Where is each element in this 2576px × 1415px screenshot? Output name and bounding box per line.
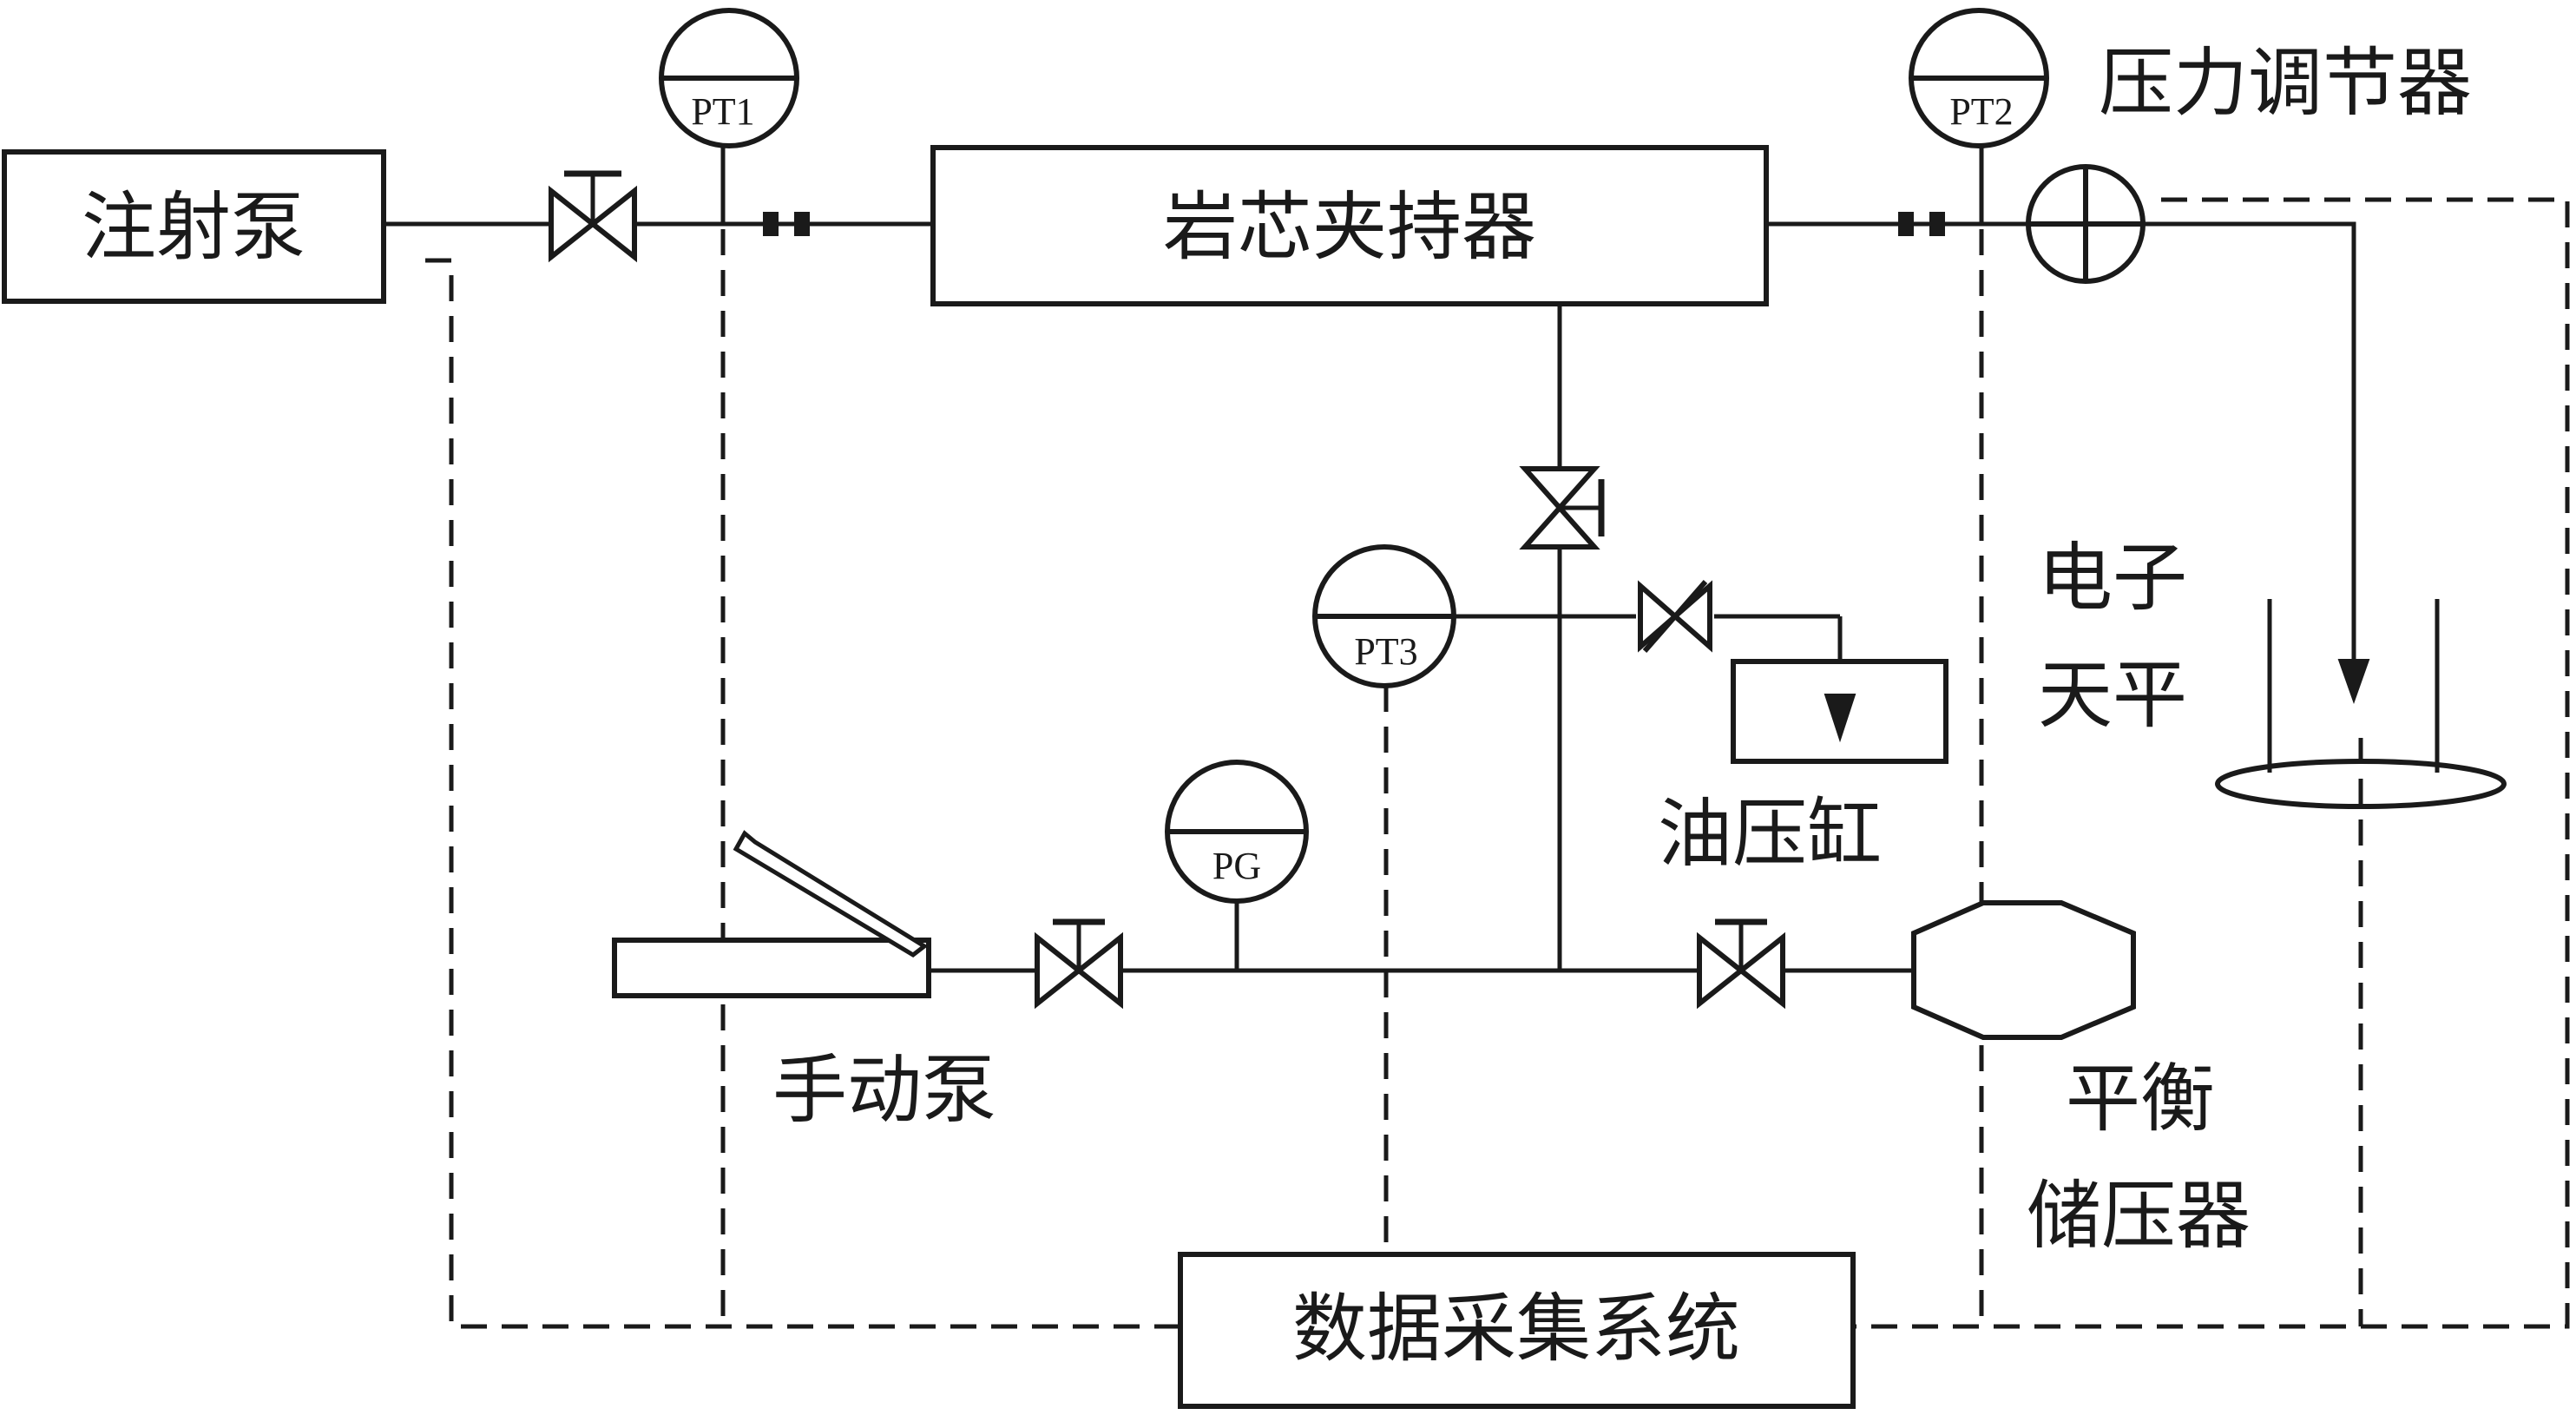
inlet-valve-right bbox=[588, 185, 637, 263]
hand-pump: 手动泵 bbox=[612, 830, 996, 1134]
daq-system-box bbox=[1178, 1252, 1856, 1409]
outlet-connector-right bbox=[1929, 212, 1945, 236]
balance-plate bbox=[2215, 759, 2507, 809]
signal-line-regulator bbox=[1853, 197, 2570, 1329]
cylinder-valve-left bbox=[1638, 580, 1679, 653]
injection-pump-box bbox=[2, 149, 386, 304]
confining-valve bbox=[1519, 466, 1605, 550]
confining-valve-top bbox=[1519, 466, 1600, 512]
oil-cylinder-label: 油压缸 bbox=[1658, 791, 1882, 878]
balance-accumulator-label-1: 平衡 bbox=[2066, 1056, 2215, 1142]
hand-pump-valve bbox=[1035, 918, 1123, 1010]
hand-pump-label: 手动泵 bbox=[772, 1047, 996, 1134]
pg-label: PG bbox=[1212, 845, 1261, 887]
outlet-connector bbox=[1898, 212, 1945, 236]
signal-lines bbox=[425, 148, 2570, 1329]
balance-arrow bbox=[2337, 659, 2370, 704]
accumulator-valve-left bbox=[1697, 931, 1745, 1010]
balance-accumulator-label-2: 储压器 bbox=[2027, 1173, 2251, 1260]
outlet-connector-left bbox=[1898, 212, 1914, 236]
inlet-connector-right bbox=[794, 212, 810, 236]
inlet-valve bbox=[549, 170, 637, 263]
electronic-balance-label-2: 天平 bbox=[2038, 652, 2187, 739]
inlet-valve-left bbox=[549, 185, 597, 263]
hand-pump-valve-right bbox=[1074, 931, 1123, 1010]
pt3-gauge: PT3 bbox=[1312, 544, 1456, 688]
injection-pump-label: 注射泵 bbox=[82, 184, 306, 271]
core-holder: 岩芯夹持器 bbox=[930, 145, 1769, 306]
hand-pump-valve-left bbox=[1035, 931, 1083, 1010]
pressure-regulator-label: 压力调节器 bbox=[2099, 40, 2472, 127]
cylinder-valve-slash bbox=[1642, 580, 1708, 653]
balance-accumulator: 平衡 储压器 bbox=[1911, 900, 2251, 1260]
pt1-gauge: PT1 bbox=[659, 8, 799, 148]
accumulator-shape bbox=[1911, 900, 2136, 1040]
signal-line-injection-pump bbox=[425, 258, 1180, 1329]
inlet-connector-left bbox=[763, 212, 779, 236]
hand-pump-body bbox=[612, 938, 931, 998]
electronic-balance-label-1: 电子 bbox=[2038, 535, 2187, 622]
daq-system: 数据采集系统 bbox=[1178, 1252, 1856, 1409]
pressure-regulator: 压力调节器 bbox=[2026, 40, 2472, 284]
cylinder-valve-right bbox=[1671, 580, 1712, 653]
confining-valve-bottom bbox=[1519, 503, 1600, 550]
hand-pump-lever bbox=[733, 830, 929, 958]
pt1-label: PT1 bbox=[691, 90, 754, 133]
pg-gauge: PG bbox=[1165, 760, 1309, 904]
cylinder-valve bbox=[1638, 580, 1712, 653]
electronic-balance: 电子 天平 bbox=[2038, 535, 2507, 809]
core-holder-label: 岩芯夹持器 bbox=[1163, 184, 1536, 271]
pt3-label: PT3 bbox=[1354, 630, 1417, 673]
pipe-to-balance bbox=[2144, 221, 2356, 668]
accumulator-valve-right bbox=[1737, 931, 1785, 1010]
oil-cylinder-arrow bbox=[1824, 694, 1856, 743]
pt2-gauge: PT2 bbox=[1909, 8, 2049, 148]
oil-cylinder: 油压缸 bbox=[1658, 659, 1948, 878]
inlet-connector bbox=[763, 212, 810, 236]
core-holder-box bbox=[930, 145, 1769, 306]
pt2-label: PT2 bbox=[1949, 90, 2013, 133]
accumulator-valve bbox=[1697, 918, 1785, 1010]
daq-system-label: 数据采集系统 bbox=[1292, 1286, 1740, 1372]
injection-pump: 注射泵 bbox=[2, 149, 386, 304]
